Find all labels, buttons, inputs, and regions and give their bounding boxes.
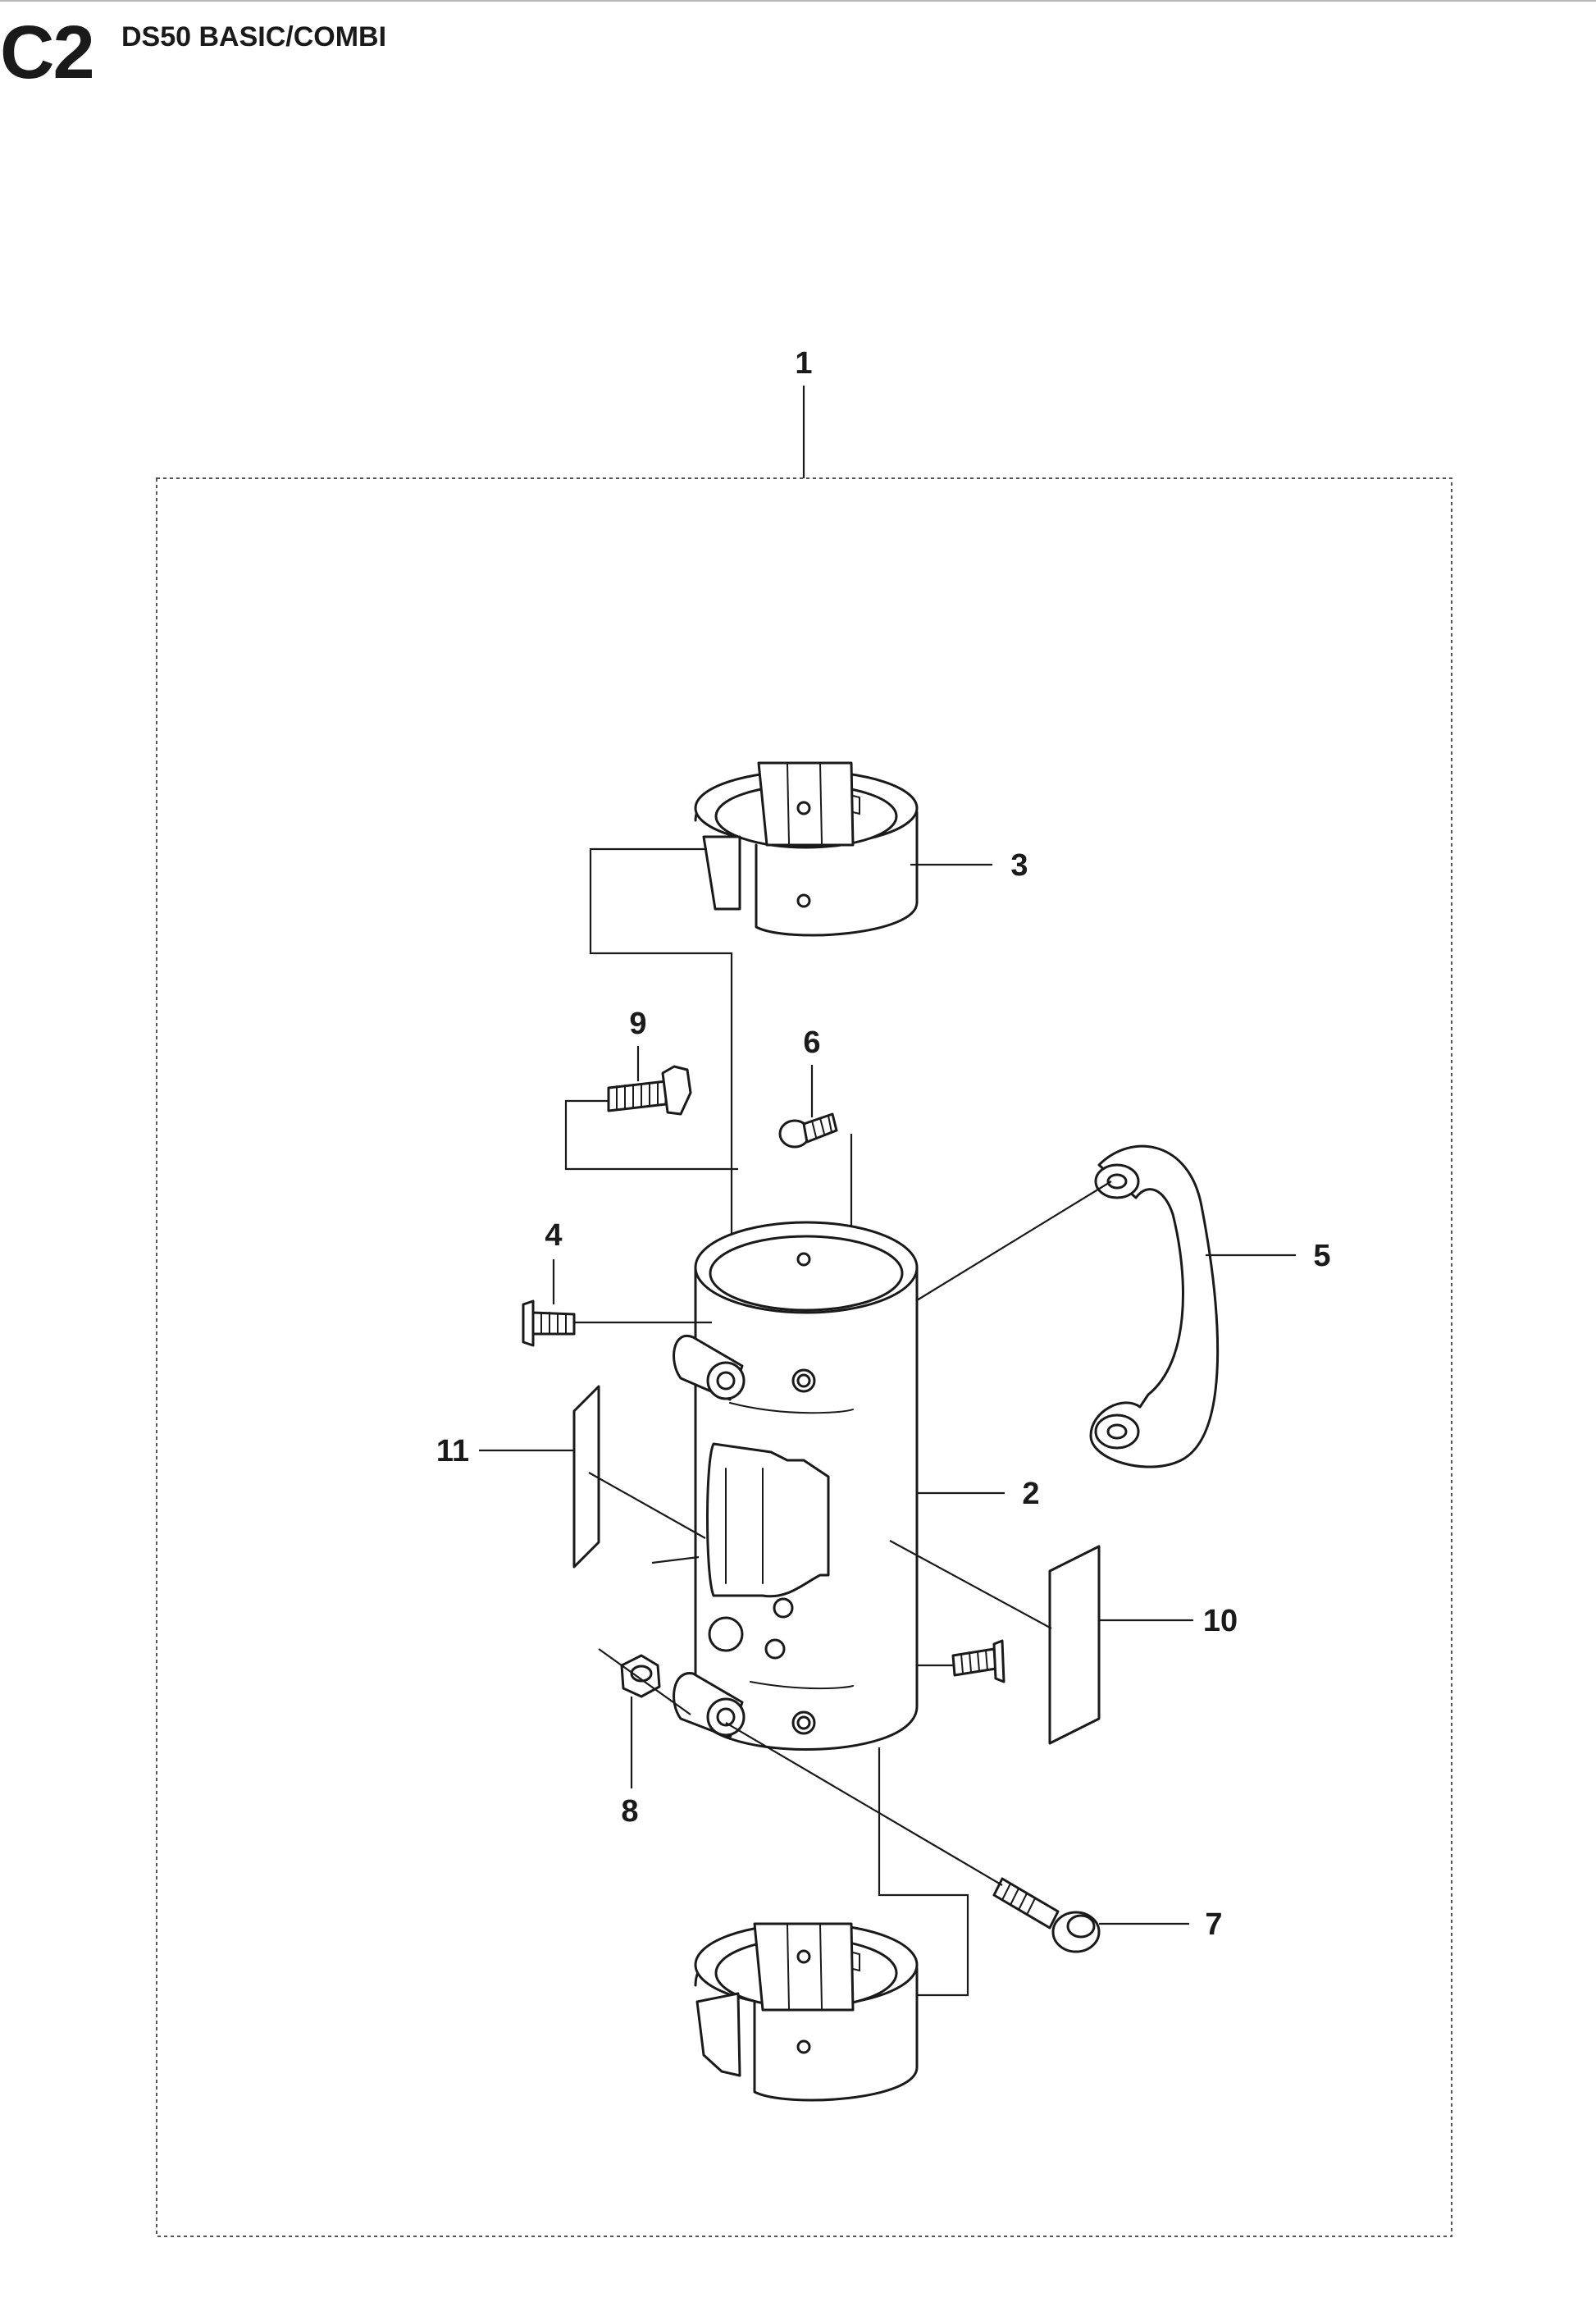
part-2-main-tube: [673, 1221, 919, 1751]
part-6-socket-screw: [778, 1112, 838, 1149]
leader-tube-to-lower-clamp: [878, 1747, 969, 1997]
callout-3: 3: [1010, 848, 1028, 883]
assembly-boundary: [156, 477, 1452, 2237]
part-8-hex-nut: [620, 1654, 661, 1698]
callout-1: 1: [795, 346, 812, 381]
callout-8: 8: [621, 1794, 638, 1829]
part-4b-countersunk-screw: [951, 1639, 1005, 1683]
callout-6: 6: [803, 1025, 820, 1060]
callout-11: 11: [436, 1434, 469, 1468]
leader-5-to-tube: [916, 1181, 1112, 1301]
callout-5: 5: [1313, 1239, 1330, 1273]
leader-7-axis: [725, 1722, 1003, 1886]
callout-2: 2: [1022, 1477, 1039, 1511]
part-10-decal: [1048, 1545, 1101, 1745]
part-3b-lower-clamp: [694, 1922, 919, 2102]
header-rule: [0, 0, 1596, 2]
leader-10-to-tube: [889, 1540, 1052, 1629]
part-4-countersunk-screw: [522, 1299, 576, 1347]
leader-11-to-tube: [588, 1472, 706, 1564]
leader-9-to-tube: [564, 1099, 738, 1171]
section-code: C2: [0, 11, 95, 94]
part-9-hex-bolt: [607, 1065, 692, 1116]
callout-10: 10: [1203, 1604, 1238, 1638]
part-5-handle: [1089, 1144, 1220, 1468]
part-3-upper-clamp: [694, 761, 919, 937]
callout-9: 9: [629, 1007, 646, 1041]
part-11-decal: [572, 1385, 600, 1569]
leader-3-to-tube: [589, 847, 733, 1313]
leader-8-axis: [598, 1648, 691, 1715]
model-title: DS50 BASIC/COMBI: [121, 21, 387, 53]
callout-4: 4: [545, 1218, 562, 1253]
callout-7: 7: [1205, 1907, 1222, 1942]
part-7-cap-screw: [992, 1877, 1101, 1953]
